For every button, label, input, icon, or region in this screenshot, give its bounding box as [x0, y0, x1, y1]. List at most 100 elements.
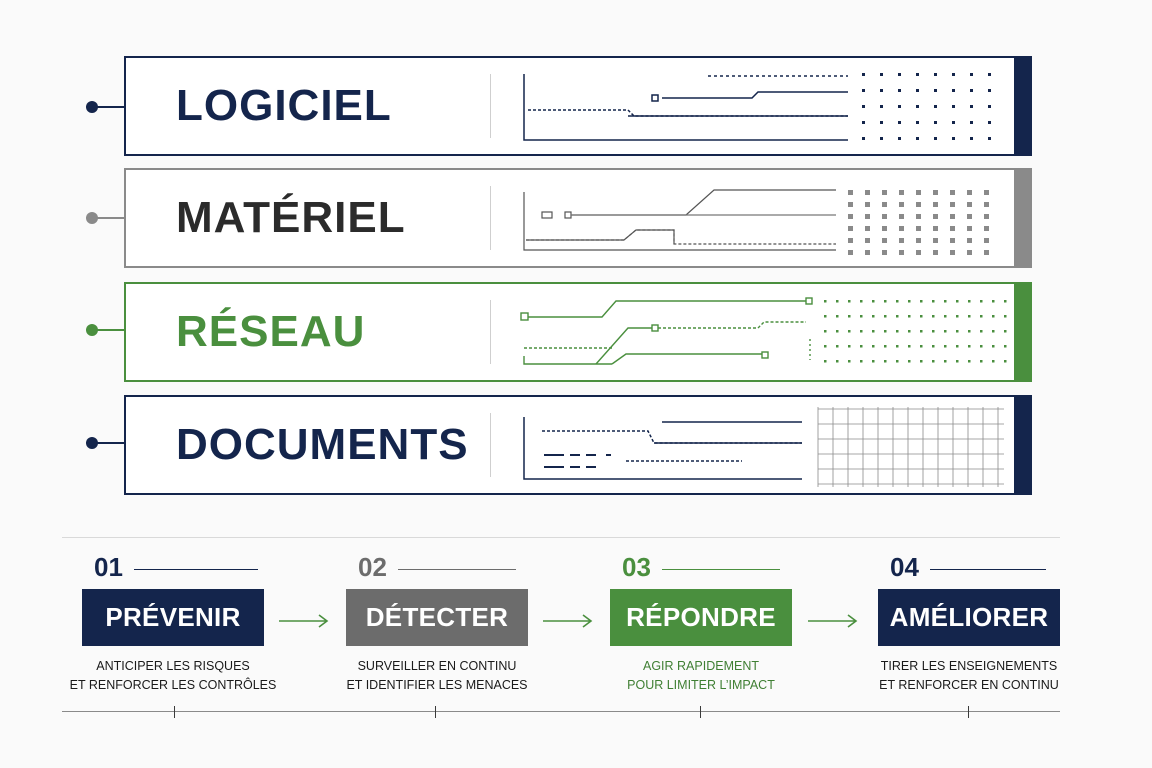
desc-line: ET RENFORCER EN CONTINU: [879, 678, 1059, 692]
pattern-dot: [916, 190, 921, 195]
pattern-dot: [950, 202, 955, 207]
pattern-dot: [980, 300, 983, 303]
pattern-dot: [932, 330, 935, 333]
pattern-dot: [880, 89, 883, 92]
divider: [490, 74, 491, 138]
pattern-dot: [950, 214, 955, 219]
pattern-dot: [848, 330, 851, 333]
pattern-dot: [932, 315, 935, 318]
pattern-dot: [860, 330, 863, 333]
pattern-dot: [899, 214, 904, 219]
pattern-dot: [933, 238, 938, 243]
pattern-dot: [967, 226, 972, 231]
pattern-dot: [824, 330, 827, 333]
pattern-dot: [872, 330, 875, 333]
pattern-dot: [970, 73, 973, 76]
pattern-dot: [970, 105, 973, 108]
pattern-dot: [836, 300, 839, 303]
accent-bar: [1014, 56, 1032, 156]
pattern-dot: [967, 250, 972, 255]
pattern-dot: [884, 360, 887, 363]
layer-label: RÉSEAU: [176, 307, 366, 356]
circuit-pattern-documents: [523, 407, 1004, 487]
pattern-dot: [836, 345, 839, 348]
pattern-dot: [988, 89, 991, 92]
pattern-dot: [865, 250, 870, 255]
pattern-dot: [872, 315, 875, 318]
pattern-dot: [882, 190, 887, 195]
desc-line: ET RENFORCER LES CONTRÔLES: [69, 678, 277, 692]
pattern-dot: [920, 330, 923, 333]
pattern-dot: [896, 360, 899, 363]
layer-row-documents: DOCUMENTS: [124, 395, 1032, 495]
pattern-dot: [992, 300, 995, 303]
pattern-dot: [988, 73, 991, 76]
pattern-dot: [836, 360, 839, 363]
layer-row-reseau: RÉSEAU: [124, 282, 1032, 382]
pattern-dot: [898, 73, 901, 76]
pattern-dot: [899, 202, 904, 207]
pattern-dot: [1004, 300, 1007, 303]
connector-logiciel: [86, 101, 126, 113]
pattern-dot: [884, 300, 887, 303]
pattern-dot: [944, 345, 947, 348]
desc-line: TIRER LES ENSEIGNEMENTS: [880, 659, 1058, 673]
pattern-dot: [968, 315, 971, 318]
pattern-dot: [848, 345, 851, 348]
pattern-dot: [916, 137, 919, 140]
pattern-dot: [920, 360, 923, 363]
divider: [490, 186, 491, 250]
pattern-dot: [920, 300, 923, 303]
step-title: PRÉVENIR: [82, 589, 264, 646]
pattern-dot: [836, 330, 839, 333]
layer-row-materiel: MATÉRIEL: [124, 168, 1032, 268]
pattern-dot: [896, 315, 899, 318]
pattern-dot: [933, 202, 938, 207]
pattern-dot: [848, 202, 853, 207]
pattern-dot: [984, 238, 989, 243]
arrow-icon: [543, 614, 593, 628]
desc-line: SURVEILLER EN CONTINU: [357, 659, 517, 673]
pattern-dot: [860, 345, 863, 348]
pattern-dot: [862, 105, 865, 108]
pattern-dot: [896, 330, 899, 333]
pattern-dot: [848, 360, 851, 363]
pattern-dot: [899, 250, 904, 255]
pattern-dot: [824, 345, 827, 348]
pattern-dot: [848, 300, 851, 303]
pattern-dot: [865, 190, 870, 195]
timeline-tick: [174, 706, 175, 718]
pattern-dot: [984, 226, 989, 231]
pattern-dot: [848, 190, 853, 195]
pattern-dot: [916, 121, 919, 124]
desc-line: ET IDENTIFIER LES MENACES: [346, 678, 528, 692]
pattern-dot: [880, 137, 883, 140]
pattern-dot: [950, 226, 955, 231]
pattern-dot: [967, 214, 972, 219]
pattern-dot: [916, 202, 921, 207]
pattern-dot: [984, 214, 989, 219]
pattern-dot: [908, 300, 911, 303]
pattern-dot: [956, 345, 959, 348]
pattern-dot: [934, 73, 937, 76]
divider: [490, 413, 491, 477]
pattern-dot: [882, 214, 887, 219]
step-number: 04: [890, 552, 919, 582]
pattern-dot: [988, 121, 991, 124]
step-title: RÉPONDRE: [610, 589, 792, 646]
circuit-pattern-reseau: [520, 297, 1007, 365]
pattern-dot: [860, 360, 863, 363]
pattern-dot: [908, 360, 911, 363]
step-line: [134, 569, 258, 570]
step-description: SURVEILLER EN CONTINU ET IDENTIFIER LES …: [326, 657, 548, 695]
arrow-icon: [808, 614, 858, 628]
pattern-dot: [934, 105, 937, 108]
pattern-dot: [872, 300, 875, 303]
desc-line: POUR LIMITER L’IMPACT: [627, 678, 775, 692]
pattern-dot: [933, 190, 938, 195]
pattern-dot: [865, 238, 870, 243]
connector-reseau: [86, 324, 126, 336]
pattern-dot: [934, 121, 937, 124]
pattern-dot: [872, 360, 875, 363]
pattern-dot: [865, 202, 870, 207]
